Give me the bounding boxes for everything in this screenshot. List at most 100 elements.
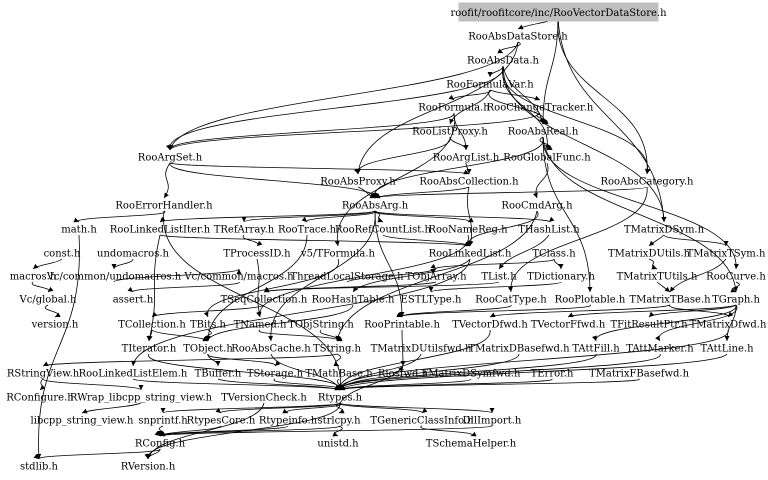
node-tobjstring[interactable]: TObjString.h — [288, 320, 354, 331]
node-tmathbase[interactable]: TMathBase.h — [305, 369, 373, 380]
node-rversion[interactable]: RVersion.h — [121, 462, 176, 473]
node-vccommonmacros[interactable]: Vc/common/macros.h — [183, 272, 294, 283]
node-roolinkedlistelem[interactable]: RooLinkedListElem.h — [79, 369, 188, 380]
node-tstring[interactable]: TString.h — [313, 344, 362, 355]
node-roochangetracker[interactable]: RooChangeTracker.h — [487, 103, 594, 114]
node-roolistproxy[interactable]: RooListProxy.h — [412, 127, 488, 138]
node-tobject[interactable]: TObject.h — [183, 344, 233, 355]
node-tfitresultptr[interactable]: TFitResultPtr.h — [610, 320, 688, 331]
node-undomacros[interactable]: undomacros.h — [97, 249, 169, 260]
node-tmatrixfbasefwd[interactable]: TMatrixFBasefwd.h — [589, 369, 690, 380]
node-consth[interactable]: const.h — [44, 249, 81, 260]
node-rconfig[interactable]: RConfig.h — [135, 439, 186, 450]
edge-vccommonundomacros-to-vccommonmacros — [113, 268, 240, 283]
node-tprocessid[interactable]: TProcessID.h — [223, 249, 291, 260]
node-rstringview[interactable]: RStringView.h — [7, 369, 80, 380]
node-thashlist[interactable]: THashList.h — [518, 225, 580, 236]
root-node-label[interactable]: roofit/roofitcore/inc/RooVectorDataStore… — [450, 8, 667, 19]
node-tseqcollection[interactable]: TSeqCollection.h — [221, 295, 308, 306]
node-unistd[interactable]: unistd.h — [317, 439, 359, 450]
node-tmatrixtutils[interactable]: TMatrixTUtils.h — [617, 272, 698, 283]
node-rooabsreal[interactable]: RooAbsReal.h — [508, 127, 579, 138]
node-rooarglist[interactable]: RooArgList.h — [433, 153, 500, 164]
node-tclass[interactable]: TClass.h — [532, 249, 576, 260]
node-rooabsdatastore[interactable]: RooAbsDataStore.h — [468, 32, 568, 43]
node-tvectorffwd[interactable]: TVectorFfwd.h — [531, 320, 606, 331]
node-vccommonundomacros[interactable]: Vc/common/undomacros.h — [46, 272, 182, 283]
node-stdlib[interactable]: stdlib.h — [20, 462, 59, 473]
node-vcglobal[interactable]: Vc/global.h — [19, 295, 78, 306]
node-rooformulavar[interactable]: RooFormulaVar.h — [446, 80, 534, 91]
node-rooabsproxy[interactable]: RooAbsProxy.h — [320, 177, 396, 188]
node-rwraplibcpp[interactable]: RWrap_libcpp_string_view.h — [70, 393, 213, 404]
node-rtypescore[interactable]: RtypesCore.h — [187, 416, 256, 427]
node-versionh[interactable]: version.h — [31, 320, 79, 331]
node-rtypes[interactable]: Rtypes.h — [318, 393, 363, 404]
node-asserth[interactable]: assert.h — [113, 295, 154, 306]
node-tbuffer[interactable]: TBuffer.h — [195, 369, 242, 380]
node-libcppstringview[interactable]: libcpp_string_view.h — [31, 416, 134, 427]
node-roorefcountlist[interactable]: RooRefCountList.h — [335, 225, 431, 236]
node-tvectordfwd[interactable]: TVectorDfwd.h — [452, 320, 528, 331]
node-rooabscategory[interactable]: RooAbsCategory.h — [600, 177, 694, 188]
node-riosfwd[interactable]: Riosfwd.h — [378, 369, 429, 380]
node-tmatrixdbasefwd[interactable]: TMatrixDBasefwd.h — [468, 344, 570, 355]
node-roolinkedlist[interactable]: RooLinkedList.h — [429, 249, 512, 260]
edge-rooabsdata-to-rooglobalfunc — [502, 65, 548, 151]
node-rooplotable[interactable]: RooPlotable.h — [555, 295, 626, 306]
node-rooargset[interactable]: RooArgSet.h — [138, 153, 203, 164]
node-tmatrixdsym[interactable]: TMatrixDSym.h — [624, 225, 705, 236]
node-tstorage[interactable]: TStorage.h — [247, 369, 304, 380]
node-tgraph[interactable]: TGraph.h — [712, 295, 760, 306]
node-trefarray[interactable]: TRefArray.h — [214, 225, 275, 236]
node-tgenericclassinfo[interactable]: TGenericClassInfo.h — [370, 416, 474, 427]
node-strlcpy[interactable]: strlcpy.h — [317, 416, 361, 427]
node-titerator[interactable]: TIterator.h — [122, 344, 177, 355]
node-rconfigure[interactable]: RConfigure.h — [6, 393, 74, 404]
node-roocattype[interactable]: RooCatType.h — [475, 295, 547, 306]
node-rooglobalfunc[interactable]: RooGlobalFunc.h — [503, 153, 591, 164]
node-rtypeinfo[interactable]: Rtypeinfo.h — [259, 416, 318, 427]
node-tbits[interactable]: TBits.h — [190, 320, 227, 331]
node-roohashtable[interactable]: RooHashTable.h — [312, 295, 395, 306]
node-roonamereg[interactable]: RooNameReg.h — [428, 225, 508, 236]
node-rooabscache[interactable]: RooAbsCache.h — [231, 344, 311, 355]
node-roolinkedlistiter[interactable]: RooLinkedListIter.h — [110, 225, 211, 236]
node-snprintf[interactable]: snprintf.h — [138, 416, 188, 427]
node-rooabsdata[interactable]: RooAbsData.h — [467, 56, 539, 67]
node-rooformula[interactable]: RooFormula.h — [418, 103, 490, 114]
node-tnamed[interactable]: TNamed.h — [234, 320, 287, 331]
node-esttype[interactable]: ESTLType.h — [401, 295, 462, 306]
node-rooerrorhandler[interactable]: RooErrorHandler.h — [115, 201, 213, 212]
node-tattline[interactable]: TAttLine.h — [700, 344, 754, 355]
root-node-box[interactable] — [458, 2, 659, 22]
node-rootrace[interactable]: RooTrace.h — [278, 225, 337, 236]
node-mathh[interactable]: math.h — [61, 225, 97, 236]
node-terror[interactable]: TError.h — [531, 369, 574, 380]
node-tlist[interactable]: TList.h — [481, 272, 517, 283]
node-tobjarray[interactable]: TObjArray.h — [405, 272, 467, 283]
node-tmatrixtbase[interactable]: TMatrixTBase.h — [629, 295, 711, 306]
node-tversioncheck[interactable]: TVersionCheck.h — [221, 393, 307, 404]
node-tmatrixdutils[interactable]: TMatrixDUtils.h — [608, 249, 691, 260]
node-tmatrixdsymfwd[interactable]: TMatrixDSymfwd.h — [422, 369, 521, 380]
node-tschemahelper[interactable]: TSchemaHelper.h — [426, 439, 517, 450]
node-dllimport[interactable]: DllImport.h — [463, 416, 522, 427]
node-roocurve[interactable]: RooCurve.h — [706, 272, 766, 283]
arrowhead-rooabsreal-to-rooplotable — [587, 287, 593, 292]
node-tmatrixtsym[interactable]: TMatrixTSym.h — [687, 249, 766, 260]
node-roocmdarg[interactable]: RooCmdArg.h — [501, 201, 573, 212]
node-rooprintable[interactable]: RooPrintable.h — [364, 320, 440, 331]
node-tmatrixdutilsfwd[interactable]: TMatrixDUtilsfwd.h — [371, 344, 472, 355]
node-tattmarker[interactable]: TAttMarker.h — [626, 344, 694, 355]
node-tdictionary[interactable]: TDictionary.h — [527, 272, 595, 283]
node-v5tformula[interactable]: v5/TFormula.h — [300, 249, 376, 260]
node-rooabscollection[interactable]: RooAbsCollection.h — [419, 177, 519, 188]
edge-roochangetracker-to-rooargset — [169, 112, 541, 151]
node-tattfill[interactable]: TAttFill.h — [572, 344, 620, 355]
node-tcollection[interactable]: TCollection.h — [118, 320, 186, 331]
node-tmatrixdfwd[interactable]: TMatrixDfwd.h — [690, 320, 767, 331]
node-threadlocalstorage[interactable]: ThreadLocalStorage.h — [290, 272, 404, 283]
node-rooabsarg[interactable]: RooAbsArg.h — [342, 201, 409, 212]
node-macrosh[interactable]: macros.h — [10, 272, 57, 283]
